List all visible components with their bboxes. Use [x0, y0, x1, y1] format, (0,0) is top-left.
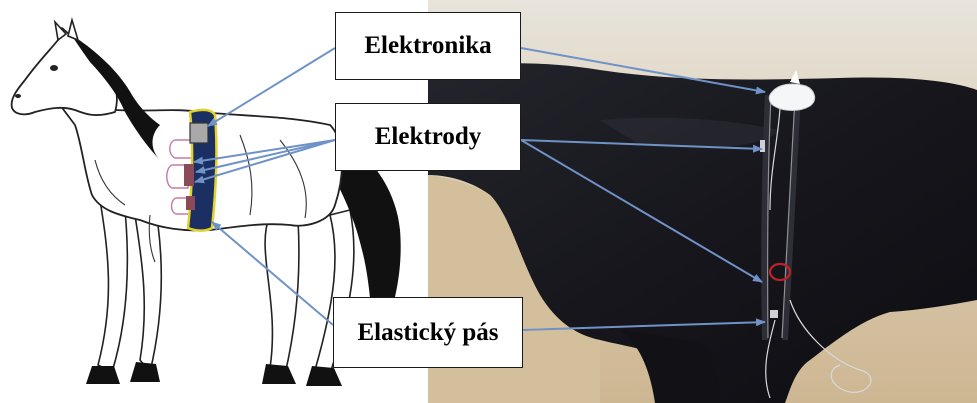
- label-elastic-belt-text: Elastický pás: [357, 319, 498, 347]
- drawing-electronics-box: [190, 123, 208, 143]
- drawing-ear: [68, 20, 78, 40]
- label-electronics-text: Elektronika: [364, 32, 491, 60]
- arrow-electronics-to-drawing: [208, 48, 335, 126]
- drawing-hoof: [262, 364, 296, 384]
- drawing-front-leg-near: [98, 200, 127, 372]
- photo-electronics-device: [769, 84, 814, 111]
- drawing-hoof: [86, 366, 120, 384]
- drawing-hoof: [130, 362, 160, 382]
- label-electrodes-text: Elektrody: [375, 123, 482, 151]
- drawing-electrode-pad: [184, 164, 194, 186]
- drawing-front-leg-far: [135, 215, 161, 372]
- label-elastic-belt: Elastický pás: [333, 297, 523, 368]
- drawing-nostril: [15, 94, 21, 98]
- drawing-eye: [50, 65, 58, 71]
- drawing-electrode-pad: [186, 196, 195, 210]
- photo-electrode-clip: [770, 310, 778, 318]
- label-electrodes: Elektrody: [335, 103, 521, 171]
- photo-electrode-clip: [760, 140, 765, 152]
- label-electronics: Elektronika: [335, 12, 521, 80]
- drawing-hoof: [306, 366, 342, 386]
- drawing-hind-leg-near: [265, 215, 299, 374]
